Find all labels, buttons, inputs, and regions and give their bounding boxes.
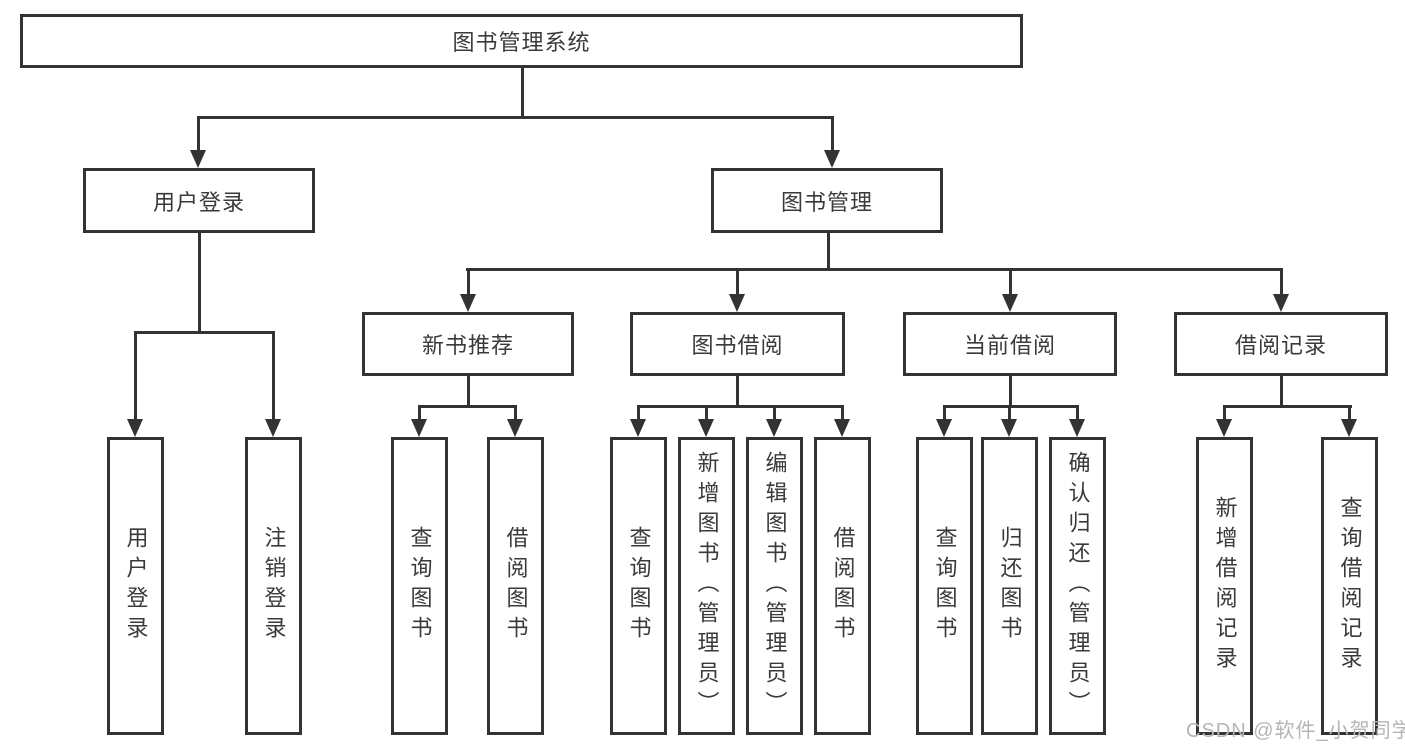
node-book-management-label: 图书管理 xyxy=(780,189,873,215)
connector-leaf-stub xyxy=(841,405,844,421)
node-book-borrow: 图书借阅 xyxy=(630,312,845,376)
arrow-down-icon xyxy=(936,419,952,437)
connector-leaf-stub xyxy=(705,405,708,421)
arrow-down-icon xyxy=(411,419,427,437)
connector-root-to-book-management xyxy=(831,116,834,152)
connector-to-leaf-user-login xyxy=(134,331,137,421)
connector-borrow-record-branch xyxy=(1223,405,1352,408)
connector-new-book-branch xyxy=(418,405,517,408)
connector-current-borrow-branch xyxy=(943,405,1079,408)
leaf-return-books-label: 归还图书 xyxy=(997,526,1023,646)
arrow-down-icon xyxy=(460,294,476,312)
connector-leaf-stub xyxy=(1008,405,1011,421)
arrow-down-icon xyxy=(1216,419,1232,437)
connector-to-borrow-record xyxy=(1280,268,1283,296)
connector-to-new-book xyxy=(467,268,470,296)
connector-to-book-borrow xyxy=(736,268,739,296)
connector-root-trunk xyxy=(521,68,524,119)
leaf-logout: 注销登录 xyxy=(245,437,302,735)
node-user-login: 用户登录 xyxy=(83,168,315,233)
connector-user-login-branch xyxy=(134,331,275,334)
leaf-add-books-admin-label: 新增图书（管理员） xyxy=(694,451,720,721)
arrow-down-icon xyxy=(1273,294,1289,312)
arrow-down-icon xyxy=(834,419,850,437)
node-root-library-system: 图书管理系统 xyxy=(20,14,1023,68)
leaf-edit-books-admin-label: 编辑图书（管理员） xyxy=(762,451,788,721)
connector-leaf-stub xyxy=(1076,405,1079,421)
arrow-down-icon xyxy=(190,150,206,168)
node-current-borrow-label: 当前借阅 xyxy=(963,333,1056,358)
connector-to-current-borrow xyxy=(1009,268,1012,296)
arrow-down-icon xyxy=(766,419,782,437)
connector-leaf-stub xyxy=(514,405,517,421)
leaf-borrow-query-books: 查询图书 xyxy=(610,437,667,735)
arrow-down-icon xyxy=(265,419,281,437)
leaf-user-login: 用户登录 xyxy=(107,437,164,735)
leaf-confirm-return-admin-label: 确认归还（管理员） xyxy=(1065,451,1091,721)
connector-root-branch xyxy=(197,116,834,119)
leaf-borrow-query-books-label: 查询图书 xyxy=(626,526,652,646)
arrow-down-icon xyxy=(127,419,143,437)
leaf-add-borrow-record-label: 新增借阅记录 xyxy=(1212,496,1238,676)
arrow-down-icon xyxy=(698,419,714,437)
connector-user-login-trunk xyxy=(198,233,201,333)
connector-book-borrow-trunk xyxy=(736,376,739,407)
leaf-newbook-borrow-books-label: 借阅图书 xyxy=(503,526,529,646)
leaf-borrow-borrow-books: 借阅图书 xyxy=(814,437,871,735)
leaf-add-borrow-record: 新增借阅记录 xyxy=(1196,437,1253,735)
connector-new-book-trunk xyxy=(467,376,470,407)
leaf-newbook-query-books: 查询图书 xyxy=(391,437,448,735)
connector-to-leaf-logout xyxy=(272,331,275,421)
connector-borrow-record-trunk xyxy=(1280,376,1283,407)
leaf-confirm-return-admin: 确认归还（管理员） xyxy=(1049,437,1106,735)
leaf-borrow-borrow-books-label: 借阅图书 xyxy=(830,526,856,646)
connector-book-borrow-branch xyxy=(637,405,844,408)
arrow-down-icon xyxy=(507,419,523,437)
connector-book-management-branch xyxy=(466,268,1283,271)
connector-leaf-stub xyxy=(1223,405,1226,421)
arrow-down-icon xyxy=(1002,294,1018,312)
arrow-down-icon xyxy=(630,419,646,437)
leaf-return-books: 归还图书 xyxy=(981,437,1038,735)
arrow-down-icon xyxy=(1001,419,1017,437)
node-root-label: 图书管理系统 xyxy=(452,30,591,55)
connector-root-to-user-login xyxy=(197,116,200,152)
arrow-down-icon xyxy=(1069,419,1085,437)
connector-current-borrow-trunk xyxy=(1009,376,1012,407)
leaf-newbook-borrow-books: 借阅图书 xyxy=(487,437,544,735)
connector-leaf-stub xyxy=(1348,405,1351,421)
arrow-down-icon xyxy=(729,294,745,312)
arrow-down-icon xyxy=(1341,419,1357,437)
node-borrow-record: 借阅记录 xyxy=(1174,312,1388,376)
leaf-logout-label: 注销登录 xyxy=(261,526,287,646)
connector-leaf-stub xyxy=(773,405,776,421)
arrow-down-icon xyxy=(824,150,840,168)
connector-leaf-stub xyxy=(637,405,640,421)
node-borrow-record-label: 借阅记录 xyxy=(1234,333,1327,358)
csdn-watermark: CSDN @软件_小贺同学 xyxy=(1186,720,1405,742)
node-user-login-label: 用户登录 xyxy=(152,189,245,215)
leaf-newbook-query-books-label: 查询图书 xyxy=(407,526,433,646)
leaf-query-borrow-record-label: 查询借阅记录 xyxy=(1337,496,1363,676)
leaf-add-books-admin: 新增图书（管理员） xyxy=(678,437,735,735)
node-book-borrow-label: 图书借阅 xyxy=(691,333,784,358)
leaf-current-query-books-label: 查询图书 xyxy=(932,526,958,646)
connector-leaf-stub xyxy=(418,405,421,421)
node-new-book-recommend-label: 新书推荐 xyxy=(421,333,514,358)
node-new-book-recommend: 新书推荐 xyxy=(362,312,574,376)
connector-book-management-trunk xyxy=(827,233,830,270)
leaf-user-login-label: 用户登录 xyxy=(123,526,149,646)
node-current-borrow: 当前借阅 xyxy=(903,312,1117,376)
node-book-management: 图书管理 xyxy=(711,168,943,233)
leaf-query-borrow-record: 查询借阅记录 xyxy=(1321,437,1378,735)
connector-leaf-stub xyxy=(943,405,946,421)
leaf-edit-books-admin: 编辑图书（管理员） xyxy=(746,437,803,735)
leaf-current-query-books: 查询图书 xyxy=(916,437,973,735)
